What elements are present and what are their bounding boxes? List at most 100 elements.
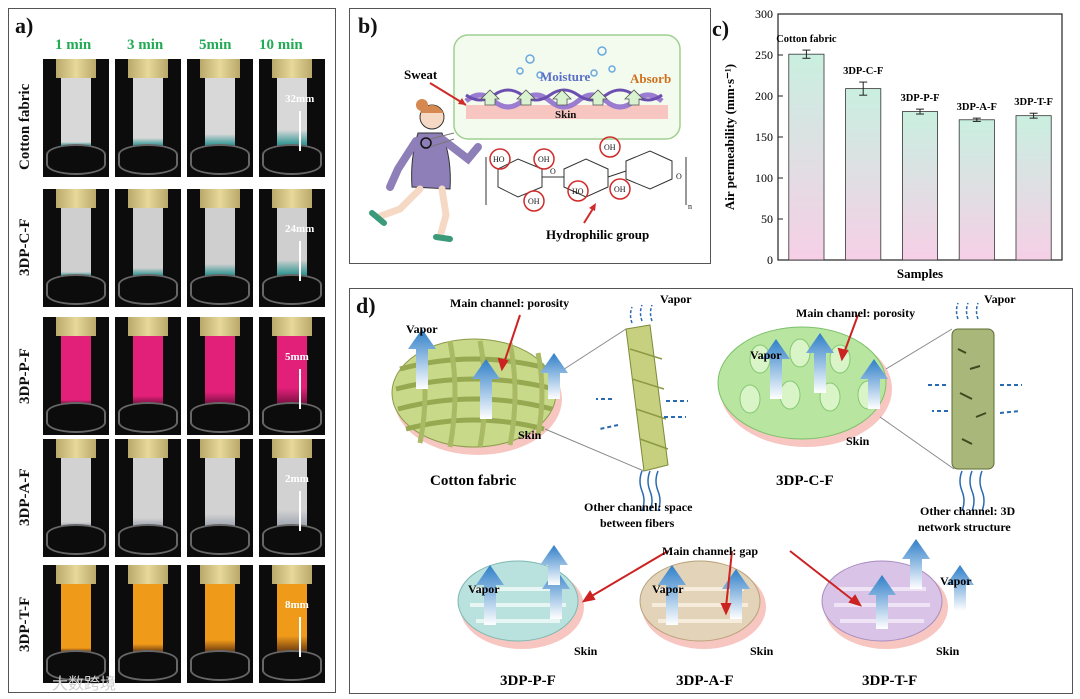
svg-text:OH: OH <box>614 185 626 194</box>
3dp-t-f-label: 3DP-T-F <box>862 673 917 689</box>
3dp-a-f-disk <box>639 560 766 649</box>
fabric-strip <box>276 203 308 277</box>
fabric-strip <box>276 73 308 147</box>
sample-photo-2-3: 5mm <box>259 317 325 435</box>
beaker <box>262 649 322 681</box>
vapor-label-1: Vapor <box>406 322 438 336</box>
3dp-a-f-label: 3DP-A-F <box>676 673 733 689</box>
row-label-0: Cotton fabric <box>17 83 33 170</box>
beaker <box>46 143 106 175</box>
watermark: 大数跨境 <box>52 674 117 693</box>
absorb-arrows <box>480 89 644 106</box>
x-axis-label: Samples <box>897 266 943 281</box>
svg-text:OH: OH <box>528 197 540 206</box>
row-label-2: 3DP-P-F <box>17 348 33 404</box>
svg-text:HO: HO <box>572 187 584 196</box>
panel-b-diagram: Moisture Absorb Skin Sweat HO OH OH HO O… <box>369 34 692 242</box>
bar-4 <box>1015 115 1052 261</box>
bar-3 <box>958 119 995 261</box>
svg-text:HO: HO <box>493 155 505 164</box>
beaker <box>46 523 106 555</box>
beaker <box>190 143 250 175</box>
beaker <box>118 273 178 305</box>
clamp <box>272 565 312 584</box>
bar-label-4: 3DP-T-F <box>1014 97 1053 108</box>
height-marker <box>299 111 301 151</box>
clamp <box>200 565 240 584</box>
sample-photo-3-3: 2mm <box>259 439 325 557</box>
row-label-3: 3DP-A-F <box>17 468 33 526</box>
y-axis-label: Air permeability (mm·s⁻¹) <box>722 64 737 210</box>
fabric-strip <box>132 73 164 147</box>
moisture-bubbles <box>516 46 616 79</box>
panel-d-diagram: Main channel: porosity Main channel: por… <box>391 292 1022 689</box>
panel-b: Moisture Absorb Skin Sweat HO OH OH HO O… <box>349 8 711 264</box>
vapor-label-4: Vapor <box>984 292 1016 306</box>
height-marker <box>299 369 301 409</box>
sample-photo-3-1 <box>115 439 181 557</box>
beaker <box>190 649 250 681</box>
beaker <box>46 401 106 433</box>
clamp <box>128 189 168 208</box>
sample-photo-4-1 <box>115 565 181 683</box>
sample-photo-0-0 <box>43 59 109 177</box>
3dp-c-f-label: 3DP-C-F <box>776 473 833 489</box>
3dp-c-f-fiber <box>879 302 1022 512</box>
beaker <box>190 523 250 555</box>
clamp <box>56 317 96 336</box>
height-marker <box>299 617 301 657</box>
fabric-strip <box>132 331 164 405</box>
skin-label-3: Skin <box>574 644 598 658</box>
skin-label-1: Skin <box>518 428 542 442</box>
bar-label-0: Cotton fabric <box>776 34 837 45</box>
sample-photo-1-0 <box>43 189 109 307</box>
sample-photo-0-1 <box>115 59 181 177</box>
y-tick-label: 300 <box>755 7 773 21</box>
time-label-3: 5min <box>199 37 232 53</box>
sample-photo-0-3: 32mm <box>259 59 325 177</box>
beaker <box>262 401 322 433</box>
svg-text:OH: OH <box>604 143 616 152</box>
sample-photo-3-0 <box>43 439 109 557</box>
wicking-height-label: 2mm <box>285 473 309 485</box>
fabric-strip <box>276 331 308 405</box>
other-channel-cotton-line1: Other channel: space <box>584 500 693 514</box>
panel-a: a) 1 min 3 min 5min 10 min Cotton fabric… <box>8 8 336 693</box>
svg-text:n: n <box>688 202 692 211</box>
svg-text:OH: OH <box>538 155 550 164</box>
bar-0 <box>788 53 825 261</box>
other-channel-cotton-line2: between fibers <box>600 516 675 530</box>
height-marker <box>299 241 301 281</box>
sample-photo-1-2 <box>187 189 253 307</box>
beaker <box>262 273 322 305</box>
panel-b-label: b) <box>358 13 378 38</box>
fabric-strip <box>204 453 236 527</box>
beaker <box>118 649 178 681</box>
bar-label-1: 3DP-C-F <box>843 66 883 77</box>
fabric-strip <box>132 453 164 527</box>
sample-photo-1-1 <box>115 189 181 307</box>
sample-photo-0-2 <box>187 59 253 177</box>
bar-2 <box>901 111 939 261</box>
fabric-strip <box>204 331 236 405</box>
clamp <box>200 317 240 336</box>
fabric-strip <box>204 579 236 653</box>
wicking-height-label: 24mm <box>285 223 315 235</box>
other-channel-cf-line1: Other channel: 3D <box>920 504 1015 518</box>
vapor-label-3: Vapor <box>750 348 782 362</box>
channel-arrows <box>497 314 863 616</box>
fabric-strip <box>60 73 92 147</box>
skin-label-2: Skin <box>846 434 870 448</box>
beaker <box>118 401 178 433</box>
fabric-strip <box>132 579 164 653</box>
skin-label-4: Skin <box>750 644 774 658</box>
hydrophilic-circles <box>489 136 631 212</box>
fabric-strip <box>276 579 308 653</box>
beaker <box>190 401 250 433</box>
vapor-label-2: Vapor <box>660 292 692 306</box>
c-f-main-channel-label: Main channel: porosity <box>796 306 915 320</box>
y-tick-label: 250 <box>755 48 773 62</box>
beaker <box>118 143 178 175</box>
beaker <box>46 273 106 305</box>
